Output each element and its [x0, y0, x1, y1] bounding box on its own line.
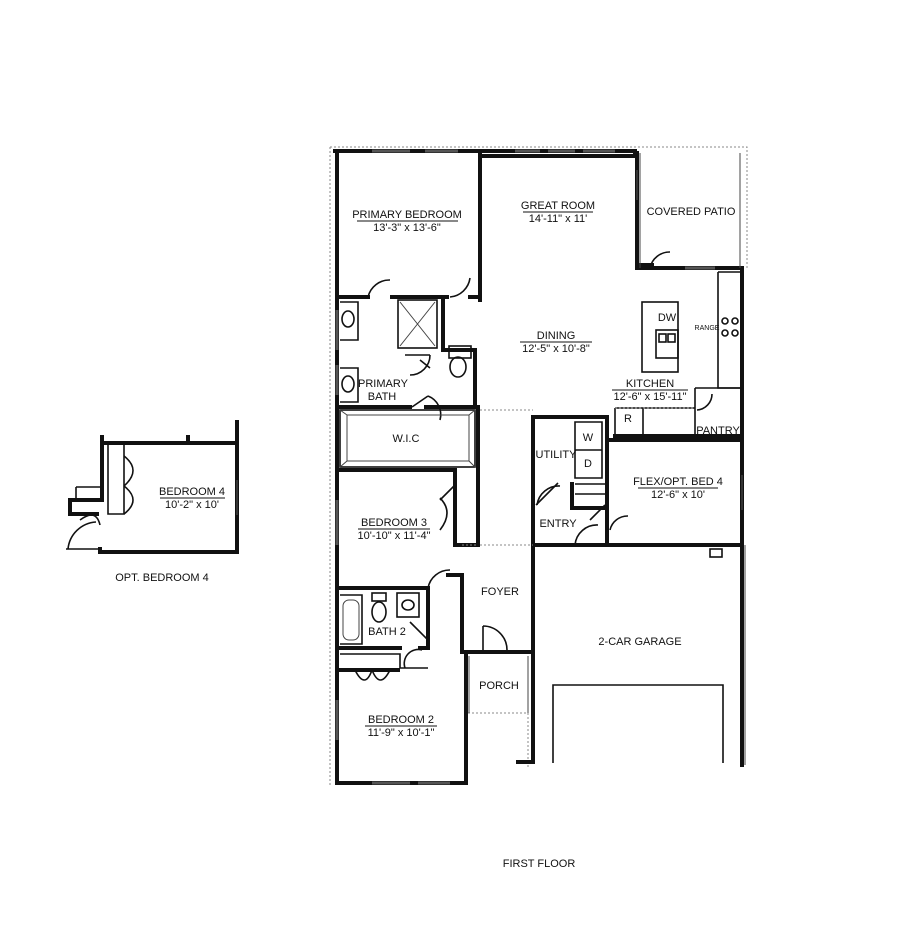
opt-bedroom4-title: OPT. BEDROOM 4	[115, 572, 209, 584]
great-room-name: GREAT ROOM	[521, 200, 595, 212]
dining-name: DINING	[537, 330, 576, 342]
washer-label: W	[583, 432, 594, 444]
dryer-label: D	[584, 458, 592, 470]
primary-bedroom-name: PRIMARY BEDROOM	[352, 209, 462, 221]
kitchen-dims: 12'-6" x 15'-11"	[614, 391, 687, 403]
floor-title: FIRST FLOOR	[503, 858, 576, 870]
bedroom3-name: BEDROOM 3	[361, 517, 427, 529]
bedroom2-name: BEDROOM 2	[368, 714, 434, 726]
refrigerator-label: R	[624, 413, 632, 425]
exterior-walls	[329, 146, 748, 787]
opt-bedroom-4-inset: BEDROOM 4 10'-2" x 10' OPT. BEDROOM 4	[66, 420, 239, 584]
bath2-name: BATH 2	[368, 626, 406, 638]
entry-name: ENTRY	[539, 518, 577, 530]
fixture-labels: DW RANGE R W D	[583, 312, 720, 470]
interior-walls	[335, 271, 744, 681]
flex-dims: 12'-6" x 10'	[651, 489, 705, 501]
pantry-name: PANTRY	[696, 425, 740, 437]
flex-name: FLEX/OPT. BED 4	[633, 476, 723, 488]
primary-bath-line1: PRIMARY	[358, 378, 409, 390]
garage-name: 2-CAR GARAGE	[598, 636, 681, 648]
bedroom4-dims: 10'-2" x 10'	[165, 499, 219, 511]
porch-name: PORCH	[479, 680, 519, 692]
wic-name: W.I.C	[393, 433, 420, 445]
kitchen-name: KITCHEN	[626, 378, 674, 390]
range-label: RANGE	[695, 325, 720, 332]
dining-dims: 12'-5" x 10'-8"	[522, 343, 590, 355]
bedroom4-name: BEDROOM 4	[159, 486, 225, 498]
primary-bath-line2: BATH	[368, 391, 397, 403]
covered-patio-name: COVERED PATIO	[647, 206, 736, 218]
bedroom2-dims: 11'-9" x 10'-1"	[368, 727, 435, 739]
dishwasher-label: DW	[658, 312, 677, 324]
bedroom3-dims: 10'-10" x 11'-4"	[358, 530, 431, 542]
foyer-name: FOYER	[481, 586, 519, 598]
utility-name: UTILITY	[536, 449, 578, 461]
great-room-dims: 14'-11" x 11'	[529, 213, 587, 225]
windows	[335, 149, 715, 785]
primary-bedroom-dims: 13'-3" x 13'-6"	[373, 222, 441, 234]
room-labels: PRIMARY BEDROOM 13'-3" x 13'-6" GREAT RO…	[352, 200, 740, 870]
